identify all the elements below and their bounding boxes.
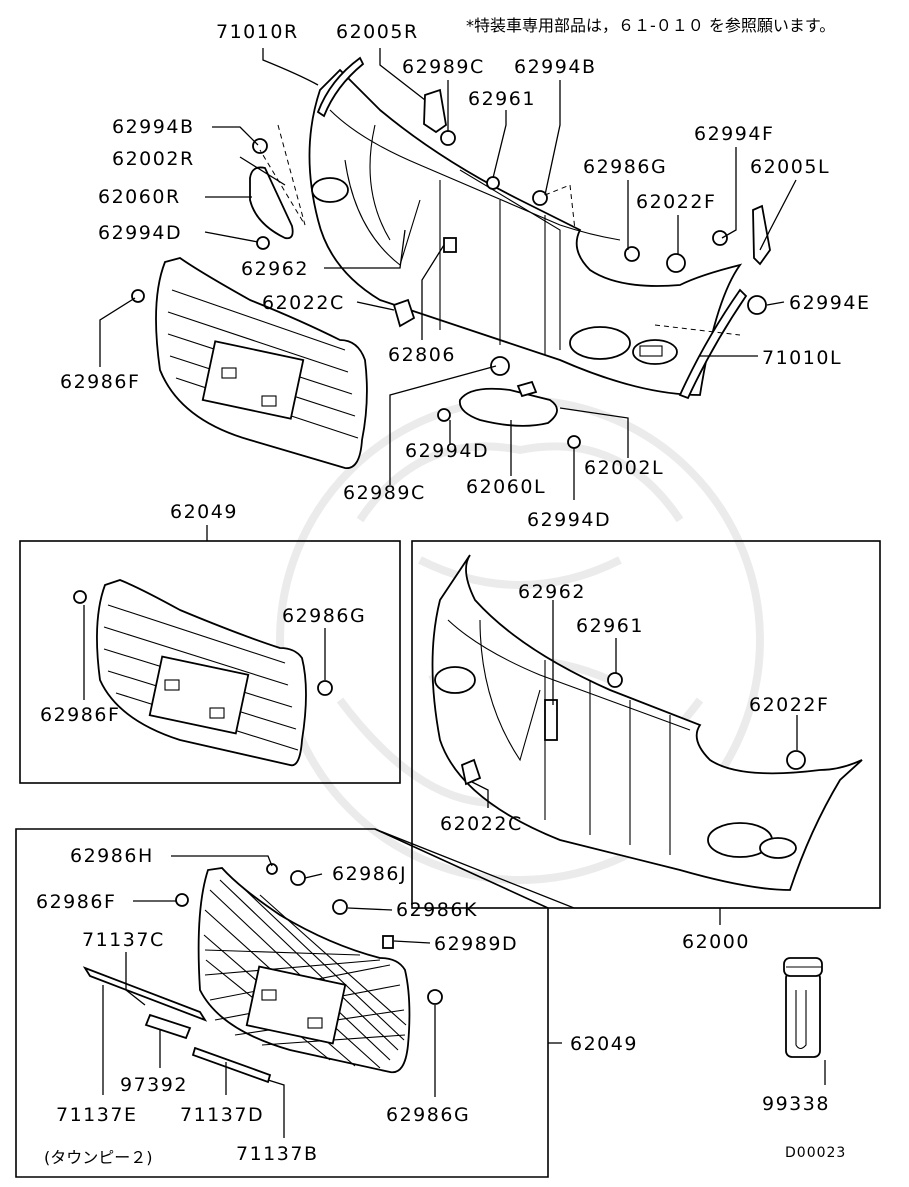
callout-labels: 71010R 62005R 62989C 62994B 62961 62994B… [36,21,870,1167]
variant-label: (タウンピー２) [44,1148,153,1167]
callout-62986F-box3: 62986F [36,891,116,913]
callout-62986G-top: 62986G [583,156,667,178]
callout-62989C-bottom: 62989C [343,482,426,504]
callout-62989C-top: 62989C [402,56,485,78]
diagram-code: D00023 [785,1145,846,1161]
callout-62961-box2: 62961 [576,615,644,637]
leader-lines-top [99,48,797,500]
callout-62994D-left: 62994D [98,222,182,244]
callout-62049-box3: 62049 [570,1033,638,1055]
mesh-grille-box3 [82,863,443,1084]
callout-62962-top: 62962 [241,258,309,280]
callout-71010L: 71010L [762,347,842,369]
callout-62986G-box1: 62986G [282,605,366,627]
callout-62986K: 62986K [396,899,478,921]
callout-62022C-top: 62022C [262,292,345,314]
callout-62989D: 62989D [434,933,518,955]
sealant-tube-99338 [783,957,823,1058]
callout-71137E: 71137E [56,1104,137,1126]
callout-62986F-top: 62986F [60,371,140,393]
callout-97392: 97392 [120,1074,188,1096]
callout-62994E: 62994E [789,292,870,314]
callout-62049-box1: 62049 [170,501,238,523]
callout-62994B-left: 62994B [112,116,194,138]
grille-62049-box1 [73,579,333,767]
callout-62806: 62806 [388,344,456,366]
callout-62986H: 62986H [70,845,154,867]
callout-62022C-box2: 62022C [440,813,523,835]
callout-71137D: 71137D [180,1104,264,1126]
callout-62986G-box3: 62986G [386,1104,470,1126]
callout-62962-box2: 62962 [518,581,586,603]
header-note: *特装車専用部品は，６１-０１０ を参照願います。 [466,16,835,35]
callout-62002R: 62002R [112,148,195,170]
grille-box-62049 [19,540,401,784]
callout-62994F: 62994F [694,123,774,145]
leader-lines-box3 [102,855,826,1138]
callout-62994D-bottom: 62994D [527,509,611,531]
callout-62022F-top: 62022F [636,191,716,213]
callout-62000: 62000 [682,931,750,953]
callout-62986J: 62986J [332,863,407,885]
front-bumper-assembly [131,56,771,469]
callout-62994B-top: 62994B [514,56,596,78]
callout-71137B: 71137B [236,1143,318,1165]
callout-62005L: 62005L [750,156,830,178]
callout-71010R: 71010R [216,21,299,43]
callout-62002L: 62002L [584,457,664,479]
callout-62022F-box2: 62022F [749,694,829,716]
callout-62005R: 62005R [336,21,419,43]
callout-62060R: 62060R [98,186,181,208]
callout-62961-top: 62961 [468,88,536,110]
callout-62994D-mid: 62994D [405,440,489,462]
callout-71137C: 71137C [82,929,165,951]
callout-99338: 99338 [762,1093,830,1115]
callout-62986F-box1: 62986F [40,704,120,726]
bumper-62000-box2 [431,554,863,891]
callout-62060L: 62060L [466,476,546,498]
